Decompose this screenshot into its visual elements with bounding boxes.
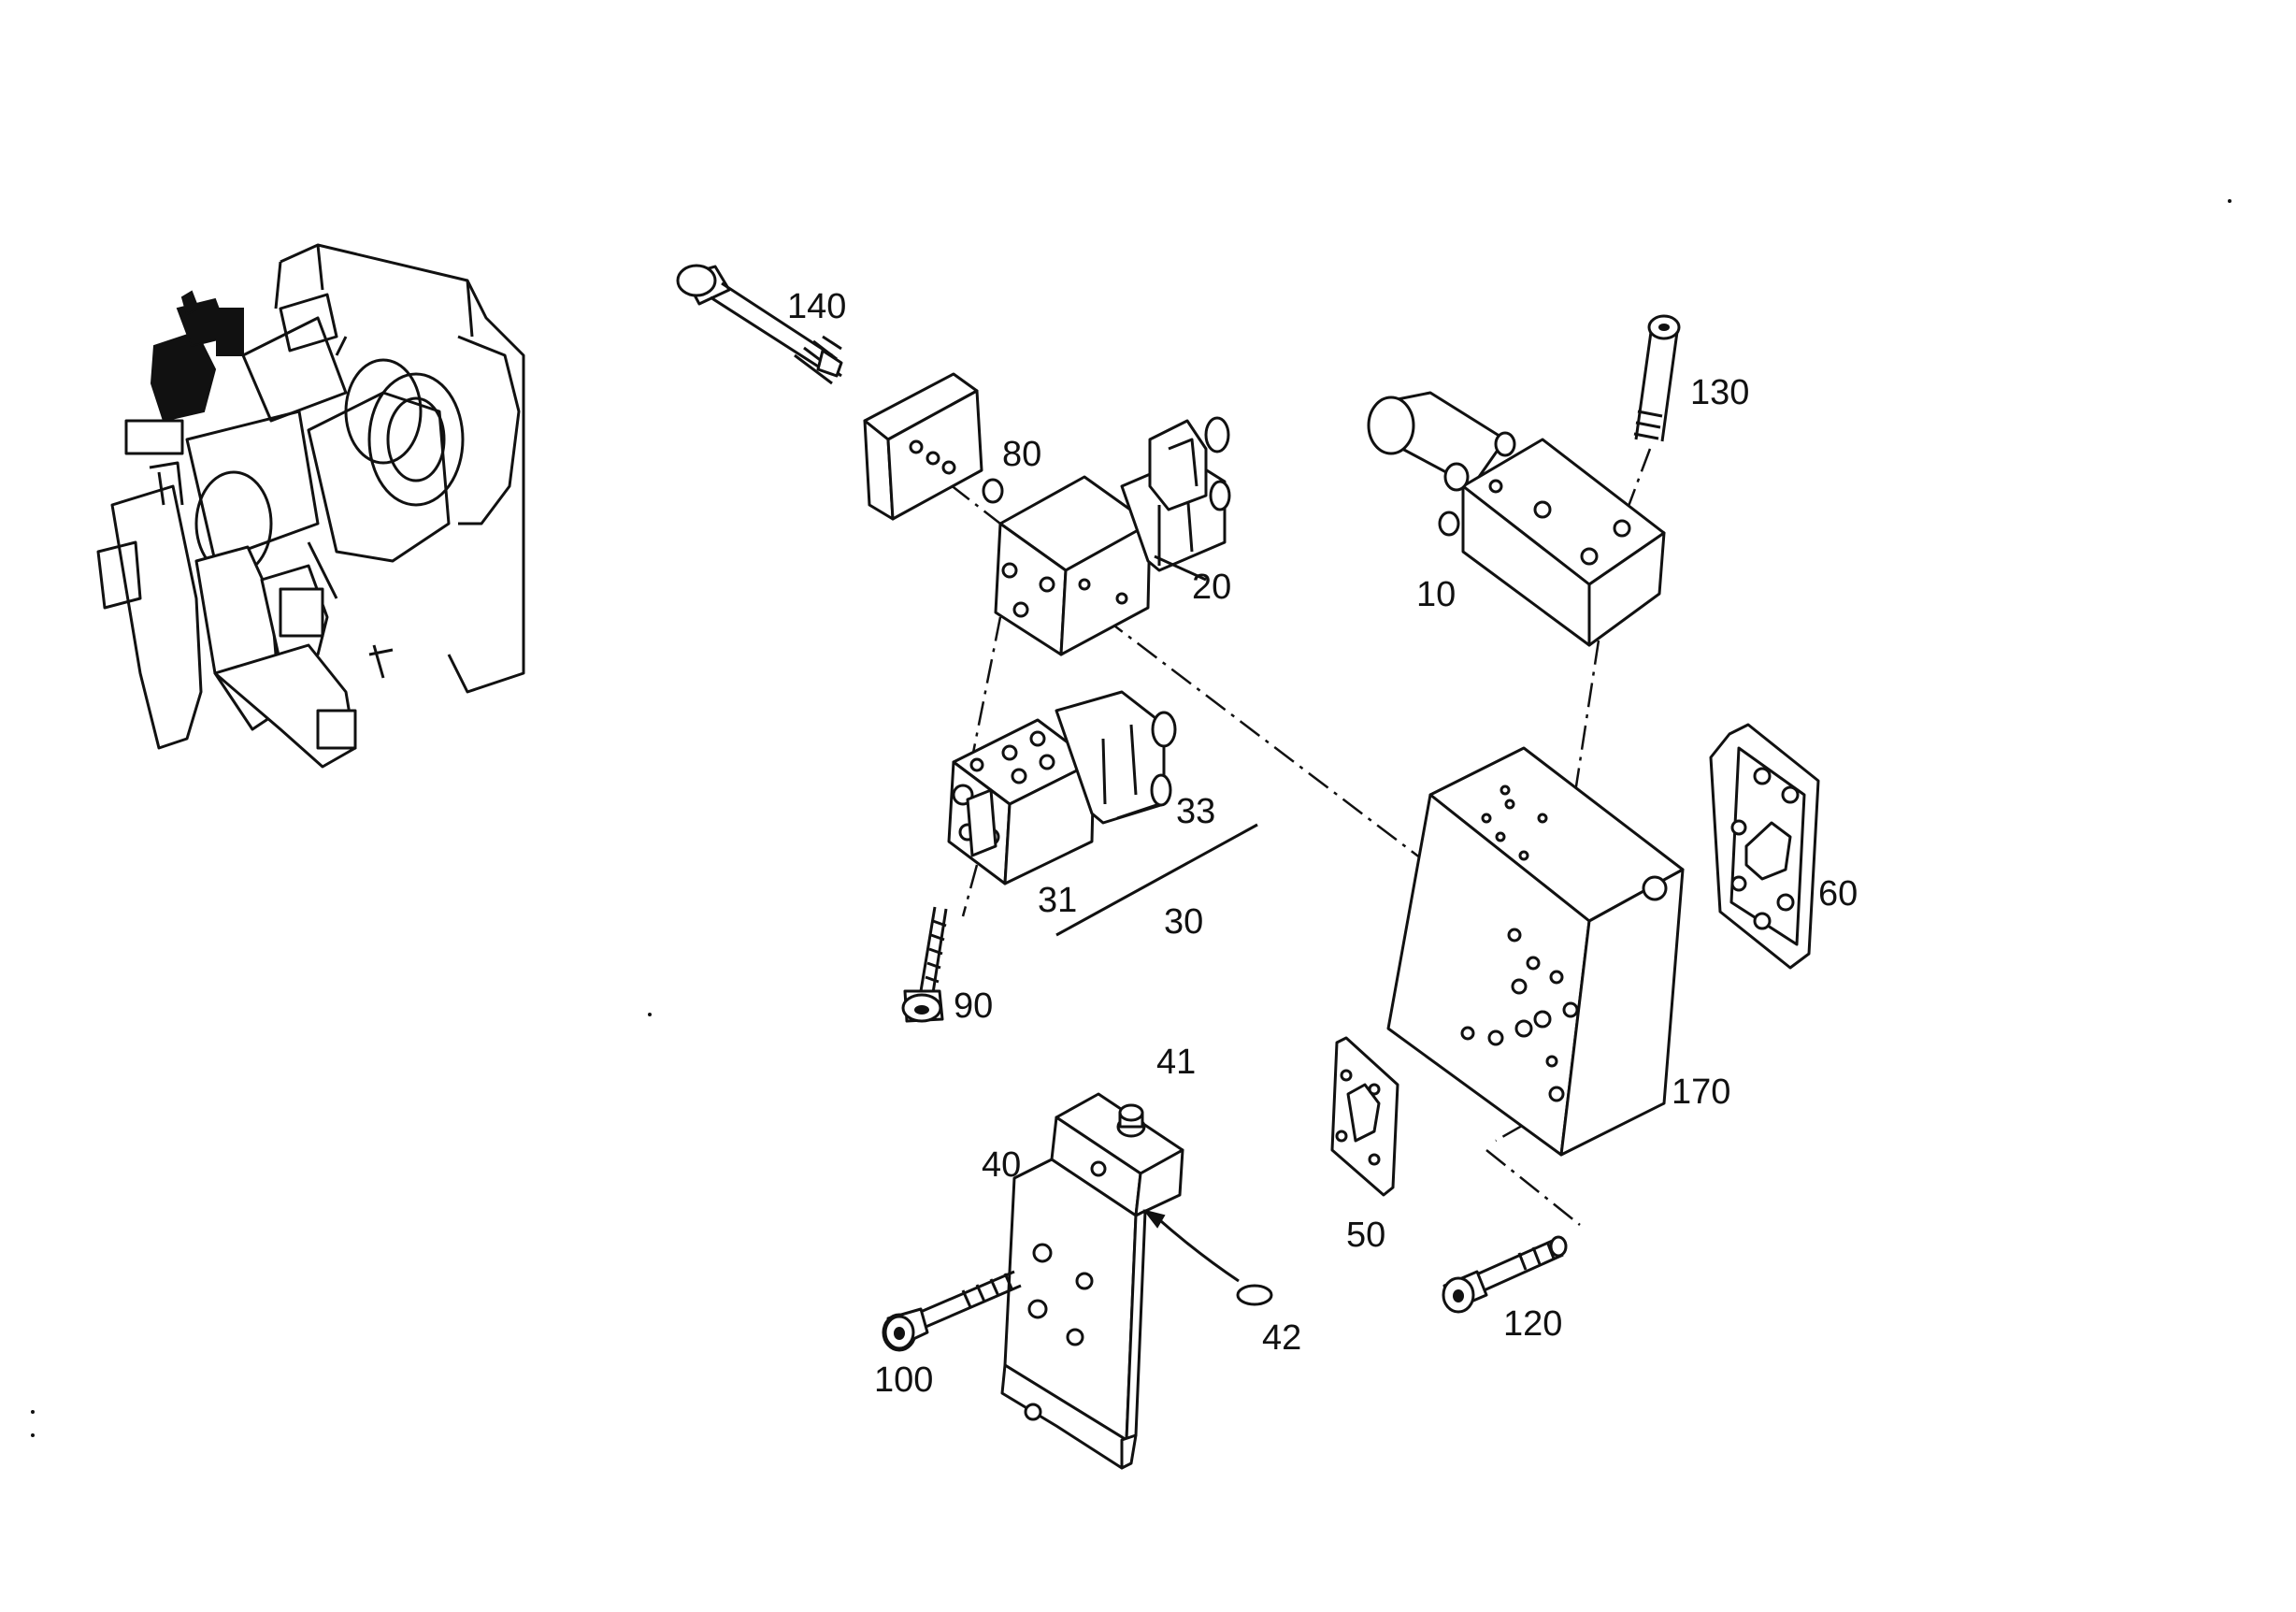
part-80-o-ring	[982, 478, 1004, 504]
label-41: 41	[1156, 1043, 1196, 1082]
part-90-bolt	[901, 906, 948, 1023]
part-40-valve	[1000, 1092, 1184, 1470]
part-30-bracket-line	[1055, 823, 1258, 937]
label-50: 50	[1346, 1216, 1385, 1255]
label-31: 31	[1038, 881, 1077, 920]
arrowhead-42	[1142, 1209, 1166, 1229]
label-20: 20	[1192, 568, 1231, 607]
part-130-bolt	[1633, 314, 1681, 442]
part-50-gasket	[1330, 1036, 1399, 1197]
part-42-o-ring	[1236, 1284, 1273, 1306]
label-120: 120	[1503, 1304, 1562, 1344]
part-120-bolt	[1442, 1235, 1568, 1314]
part-30-valve-assembly	[947, 690, 1177, 885]
part-20-solenoid-valve	[994, 416, 1231, 656]
scan-speck	[2228, 199, 2231, 203]
part-140-bolt	[676, 264, 843, 385]
part-10-pressure-valve	[1367, 391, 1666, 647]
scan-speck	[31, 1410, 35, 1414]
part-100-bolt	[882, 1270, 1022, 1352]
assembly-overview-illustration	[96, 243, 525, 769]
label-10: 10	[1416, 575, 1456, 614]
label-140: 140	[787, 287, 846, 326]
label-80: 80	[1002, 435, 1041, 474]
adapter-plate	[863, 372, 983, 521]
pointer-arrow-42	[1154, 1214, 1240, 1283]
label-90: 90	[954, 986, 993, 1026]
label-100: 100	[874, 1360, 933, 1400]
scan-speck	[31, 1433, 35, 1437]
label-42: 42	[1262, 1318, 1301, 1358]
scan-speck	[648, 1013, 652, 1016]
label-170: 170	[1672, 1072, 1730, 1112]
label-130: 130	[1690, 373, 1749, 412]
label-33: 33	[1176, 792, 1215, 831]
part-170-manifold-block	[1386, 746, 1685, 1157]
part-60-gasket	[1709, 723, 1820, 970]
label-30: 30	[1164, 902, 1203, 942]
label-40: 40	[982, 1145, 1021, 1185]
label-60: 60	[1818, 874, 1858, 914]
